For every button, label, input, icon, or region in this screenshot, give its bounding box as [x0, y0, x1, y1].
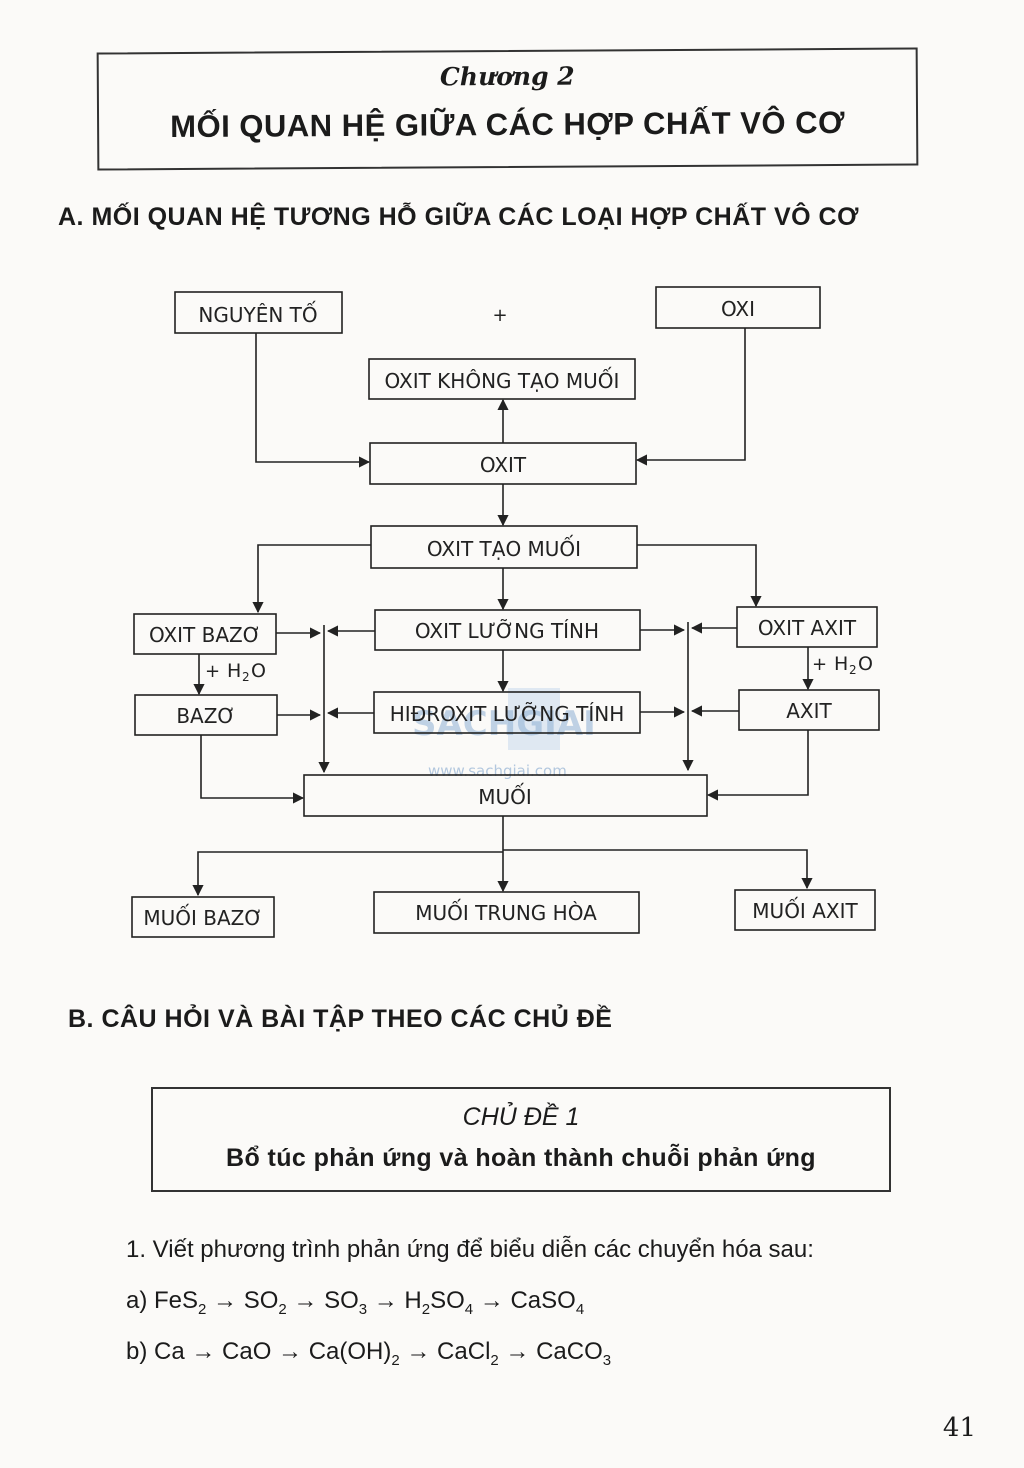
box-muoi-axit	[734, 889, 876, 931]
box-nguyen-to	[174, 291, 343, 334]
topic-box: CHỦ ĐỀ 1 Bổ túc phản ứng và hoàn thành c…	[151, 1087, 891, 1192]
subscript: 3	[358, 1300, 368, 1318]
section-a-heading: A. MỐI QUAN HỆ TƯƠNG HỖ GIỮA CÁC LOẠI HỢ…	[58, 203, 859, 231]
svg-text:+: +	[205, 661, 220, 682]
subscript: 2	[490, 1351, 499, 1369]
arrow-axit-to-muoi	[706, 730, 809, 801]
node-oxi: OXI	[721, 297, 755, 321]
svg-text:H: H	[227, 660, 241, 682]
node-oxit-khong-tao-muoi: OXIT KHÔNG TẠO MUỐI	[385, 367, 620, 393]
arrow-tao-muoi-to-oxit-axit	[637, 544, 762, 608]
arrow-muoi-to-muoi-axit	[503, 849, 813, 890]
node-oxit: OXIT	[480, 453, 527, 477]
plus-sign: +	[492, 305, 507, 326]
formula-text: → CaCO	[498, 1338, 603, 1365]
formula-text: b) Ca → CaO → Ca(OH)	[126, 1338, 392, 1365]
svg-text:2: 2	[849, 663, 857, 677]
topic-title: Bổ túc phản ứng và hoàn thành chuỗi phản…	[226, 1144, 816, 1172]
node-muoi-bazo: MUỐI BAZƠ	[143, 904, 262, 930]
node-muoi: MUỐI	[478, 783, 532, 809]
subscript: 2	[421, 1300, 431, 1318]
watermark-logo-text: SACHGIAI	[412, 704, 596, 744]
subscript: 4	[464, 1300, 474, 1318]
subscript: 2	[198, 1300, 207, 1318]
node-hidroxit-luong-tinh: HIĐROXIT LƯỠNG TÍNH	[390, 702, 624, 726]
formula-text: → H	[367, 1287, 422, 1314]
subscript: 4	[575, 1300, 585, 1318]
subscript: 2	[391, 1351, 400, 1369]
formula-text: → CaSO	[473, 1287, 576, 1314]
node-muoi-axit: MUỐI AXIT	[752, 897, 858, 923]
topic-label: CHỦ ĐỀ 1	[462, 1103, 580, 1131]
relationship-diagram: SACHGIAI www.sachgiai.com	[131, 286, 880, 938]
h2o-label-left: + H 2 O	[205, 660, 266, 684]
formula-text: → SO	[206, 1287, 279, 1314]
box-oxit-bazo	[133, 613, 277, 655]
node-oxit-axit: OXIT AXIT	[758, 616, 857, 640]
arrow-bazo-to-muoi	[200, 735, 305, 804]
box-oxi	[655, 286, 821, 329]
page-number: 41	[942, 1413, 976, 1443]
arrow-muoi-to-muoi-bazo	[192, 851, 503, 897]
box-muoi-bazo	[131, 896, 275, 938]
subscript: 2	[278, 1300, 287, 1318]
subscript: 3	[602, 1351, 612, 1369]
box-oxit-axit	[736, 606, 878, 648]
node-oxit-tao-muoi: OXIT TẠO MUỐI	[427, 535, 581, 561]
exercise-question: 1. Viết phương trình phản ứng để biểu di…	[126, 1236, 814, 1263]
svg-text:O: O	[251, 660, 266, 682]
formula-text: → CaCl	[399, 1338, 491, 1365]
formula-text: SO	[430, 1287, 465, 1314]
svg-text:H: H	[834, 653, 848, 675]
node-axit: AXIT	[786, 699, 832, 723]
reaction-chain-a: a) FeS2 → SO2 → SO3 → H2SO4 → CaSO4	[126, 1287, 584, 1318]
watermark-logo-icon	[508, 688, 560, 750]
arrow-nguyen-to-to-oxit	[255, 333, 371, 468]
node-muoi-trung-hoa: MUỐI TRUNG HÒA	[415, 899, 597, 925]
node-bazo: BAZƠ	[176, 704, 235, 728]
node-oxit-luong-tinh: OXIT LƯỠNG TÍNH	[415, 619, 599, 643]
svg-text:+: +	[812, 654, 827, 675]
arrow-oxi-to-oxit	[635, 328, 746, 466]
h2o-label-right: + H 2 O	[812, 653, 873, 677]
section-b-heading: B. CÂU HỎI VÀ BÀI TẬP THEO CÁC CHỦ ĐỀ	[68, 1005, 613, 1033]
formula-text: → SO	[286, 1287, 359, 1314]
formula-text: a) FeS	[126, 1287, 199, 1314]
node-nguyen-to: NGUYÊN TỐ	[198, 301, 317, 327]
node-oxit-bazo: OXIT BAZƠ	[149, 623, 261, 647]
watermark-url: www.sachgiai.com	[428, 762, 567, 780]
arrow-tao-muoi-to-oxit-bazo	[252, 544, 371, 614]
svg-text:O: O	[858, 653, 873, 675]
svg-text:2: 2	[242, 670, 250, 684]
reaction-chain-b: b) Ca → CaO → Ca(OH)2 → CaCl2 → CaCO3	[126, 1338, 611, 1369]
